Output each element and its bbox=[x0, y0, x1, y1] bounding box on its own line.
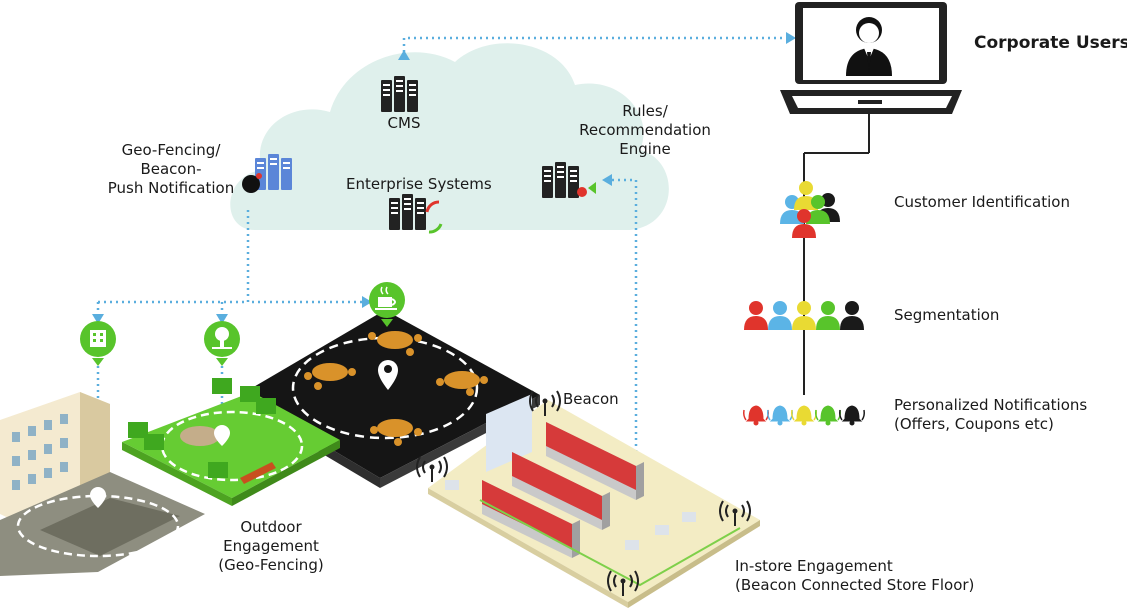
enterprise-server-icon bbox=[389, 194, 443, 234]
instore-engagement-label: In-store Engagement (Beacon Connected St… bbox=[735, 557, 975, 594]
enterprise-systems-label: Enterprise Systems bbox=[346, 175, 492, 193]
building-pin-icon bbox=[80, 321, 116, 366]
customer-group-icon bbox=[780, 181, 840, 238]
park-area bbox=[122, 378, 340, 506]
corporate-users-label: Corporate Users bbox=[974, 33, 1127, 53]
segmentation-label: Segmentation bbox=[894, 306, 1000, 324]
store-floor bbox=[428, 394, 760, 608]
cms-label: CMS bbox=[387, 114, 421, 132]
store-shelves bbox=[482, 422, 644, 558]
notification-bell-icon bbox=[743, 405, 865, 426]
road-area bbox=[0, 472, 205, 576]
geo-fencing-server-icon bbox=[242, 154, 292, 193]
geo-fencing-label: Geo-Fencing/ Beacon- Push Notification bbox=[107, 141, 235, 197]
beacon-label: Beacon bbox=[563, 390, 619, 408]
rules-engine-server-icon bbox=[542, 162, 596, 198]
rules-engine-label: Rules/ Recommendation Engine bbox=[579, 102, 711, 158]
cms-server-icon bbox=[381, 76, 418, 112]
laptop-icon bbox=[780, 2, 962, 114]
coffee-pin-icon bbox=[369, 282, 405, 327]
tree-pin-icon bbox=[204, 321, 240, 366]
cafe-location-pin-icon bbox=[378, 360, 398, 390]
personalized-notifications-label: Personalized Notifications (Offers, Coup… bbox=[894, 396, 1088, 433]
outdoor-engagement-label: Outdoor Engagement (Geo-Fencing) bbox=[218, 518, 324, 574]
user-icon bbox=[846, 17, 892, 76]
customer-identification-label: Customer Identification bbox=[894, 193, 1070, 211]
